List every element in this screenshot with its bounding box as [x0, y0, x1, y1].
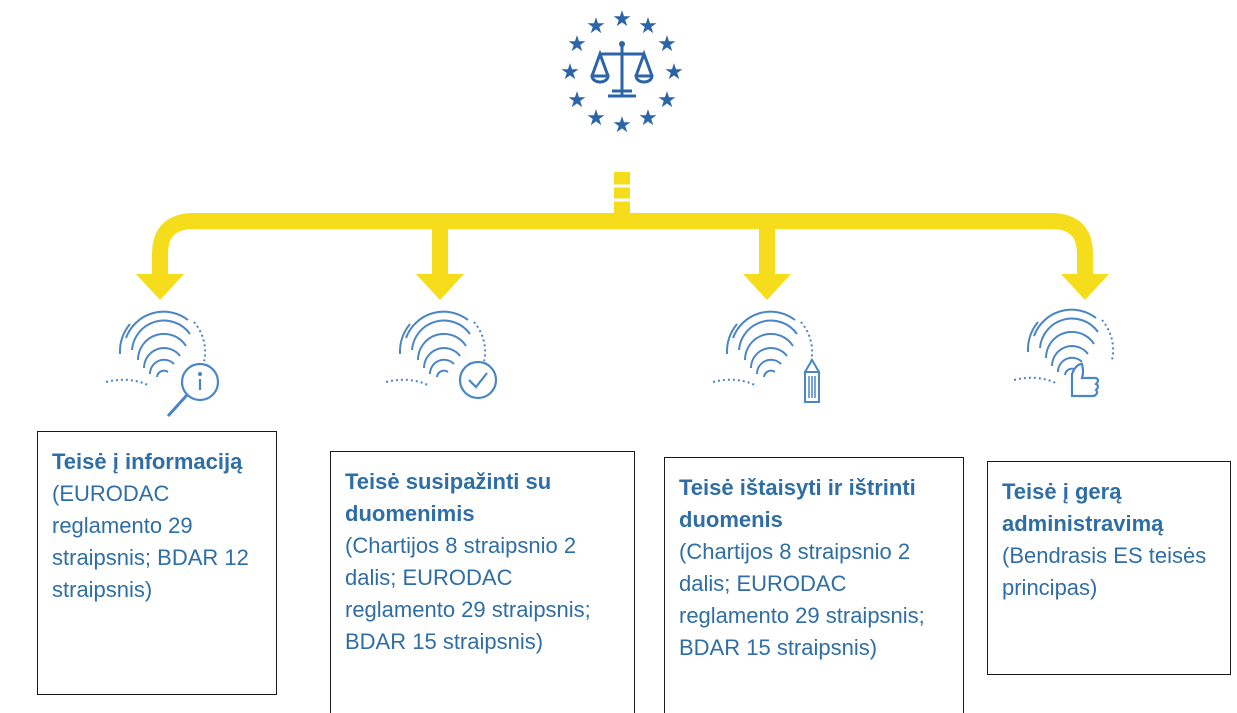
- fingerprint-checkmark-icon: [385, 310, 498, 400]
- fingerprint-thumbs-up-icon: [1013, 308, 1115, 398]
- svg-text:★: ★: [586, 14, 606, 39]
- svg-text:★: ★: [612, 7, 632, 32]
- arrowhead-4: [1061, 274, 1109, 300]
- right-title: Teisė ištaisyti ir ištrinti duomenis: [679, 475, 916, 532]
- right-box-information: Teisė į informaciją (EURODAC reglamento …: [37, 431, 277, 695]
- arrowhead-3: [743, 274, 791, 300]
- right-box-administration: Teisė į gerą administravimą (Bendrasis E…: [987, 461, 1231, 675]
- connector-bar: [152, 213, 1093, 278]
- svg-text:★: ★: [664, 60, 684, 85]
- right-reference: (Chartijos 8 straipsnio 2 dalis; EURODAC…: [345, 533, 591, 654]
- svg-text:★: ★: [638, 106, 658, 131]
- svg-text:★: ★: [657, 88, 677, 113]
- right-reference: (EURODAC reglamento 29 straipsnis; BDAR …: [52, 481, 249, 602]
- right-box-rectification: Teisė ištaisyti ir ištrinti duomenis (Ch…: [664, 457, 964, 713]
- connector: [152, 172, 1093, 278]
- right-reference: (Chartijos 8 straipsnio 2 dalis; EURODAC…: [679, 539, 925, 660]
- fingerprint-info-magnifier-icon: [105, 310, 220, 418]
- equals-sign: [612, 184, 632, 202]
- fingerprint-pencil-icon: [712, 310, 820, 403]
- svg-text:★: ★: [638, 14, 658, 39]
- svg-text:★: ★: [612, 113, 632, 138]
- right-title: Teisė į informaciją: [52, 449, 243, 474]
- right-title: Teisė susipažinti su duomenimis: [345, 469, 552, 526]
- connector-arrowheads: [136, 274, 1109, 300]
- svg-text:★: ★: [586, 106, 606, 131]
- arrowhead-2: [416, 274, 464, 300]
- svg-text:★: ★: [560, 60, 580, 85]
- scales-of-justice-with-eu-stars-icon: ★ ★ ★ ★ ★ ★ ★ ★ ★ ★ ★ ★: [560, 7, 684, 138]
- right-box-access: Teisė susipažinti su duomenimis (Chartij…: [330, 451, 635, 713]
- right-title: Teisė į gerą administravimą: [1002, 479, 1164, 536]
- svg-text:★: ★: [567, 88, 587, 113]
- svg-text:★: ★: [567, 32, 587, 57]
- right-reference: (Bendrasis ES teisės principas): [1002, 543, 1207, 600]
- arrowhead-1: [136, 274, 184, 300]
- svg-text:★: ★: [657, 32, 677, 57]
